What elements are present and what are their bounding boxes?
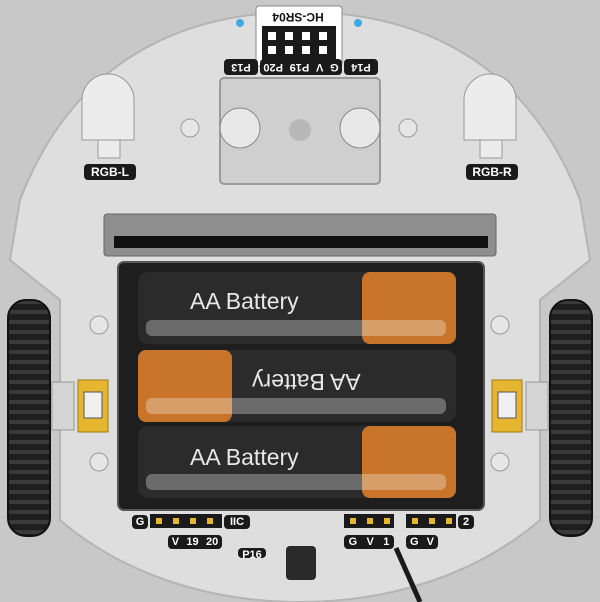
header-label-gb: G [410, 536, 419, 548]
left-wheel [7, 299, 51, 537]
status-led-left [236, 19, 244, 27]
header-label-19: 19 [186, 536, 199, 548]
battery-2 [138, 350, 456, 422]
status-led-right [354, 19, 362, 27]
pin-label-p19: P19 [289, 61, 310, 73]
header-pin [207, 518, 213, 524]
sonar-pin [268, 46, 276, 54]
battery-label-2: AA Battery [252, 369, 361, 395]
sonar-module [219, 77, 381, 185]
header-label-iic: IIC [224, 515, 250, 529]
rgb-left-label: RGB-L [84, 164, 136, 180]
cable [393, 546, 423, 602]
pin-label-p13: P13 [224, 59, 258, 75]
header-pin [429, 518, 435, 524]
sonar-pin [319, 46, 327, 54]
header-labels-left-bottom: V 19 20 [168, 535, 222, 549]
pin-label-g: G [330, 61, 339, 73]
battery-label-3: AA Battery [190, 444, 299, 470]
power-switch [286, 546, 316, 580]
rgb-right-label: RGB-R [466, 164, 518, 180]
header-label-vb: V [426, 536, 434, 548]
battery-label-1: AA Battery [190, 288, 299, 314]
right-wheel [549, 299, 593, 537]
left-motor [51, 379, 109, 433]
rgb-led-left [81, 73, 135, 159]
header-label-1: 1 [383, 536, 390, 548]
header-pin [412, 518, 418, 524]
battery-3 [138, 426, 456, 498]
sonar-pin [302, 46, 310, 54]
pin-label-p14: P14 [344, 59, 378, 75]
sonar-pin [285, 32, 293, 40]
sonar-pin [319, 32, 327, 40]
header-label-p16: P16 [238, 548, 266, 558]
pin-labels-sonar: G V P19 P20 [260, 59, 342, 75]
header-pin [350, 518, 356, 524]
pin-label-v: V [316, 61, 324, 73]
header-label-va: V [366, 536, 374, 548]
header-pin [367, 518, 373, 524]
header-label-ga: G [348, 536, 358, 548]
pin-label-p20: P20 [263, 61, 283, 73]
header-label-g: G [132, 515, 148, 529]
header-label-2: 2 [458, 515, 474, 529]
header-label-v: V [171, 536, 180, 548]
line-sensor-slot [103, 213, 497, 257]
right-motor [491, 379, 549, 433]
header-left-pins [150, 514, 222, 528]
sonar-pin [268, 32, 276, 40]
header-labels-right-b: G V [406, 535, 438, 549]
header-pin [173, 518, 179, 524]
header-pin [446, 518, 452, 524]
header-pin [156, 518, 162, 524]
rgb-led-right [463, 73, 517, 159]
sonar-pin [302, 32, 310, 40]
sensor-title: HC-SR04 [272, 10, 324, 24]
header-label-20: 20 [206, 536, 219, 548]
header-labels-right-a: G V 1 [344, 535, 394, 549]
header-pin [384, 518, 390, 524]
sonar-pin [285, 46, 293, 54]
battery-1 [138, 272, 456, 344]
header-pin [190, 518, 196, 524]
